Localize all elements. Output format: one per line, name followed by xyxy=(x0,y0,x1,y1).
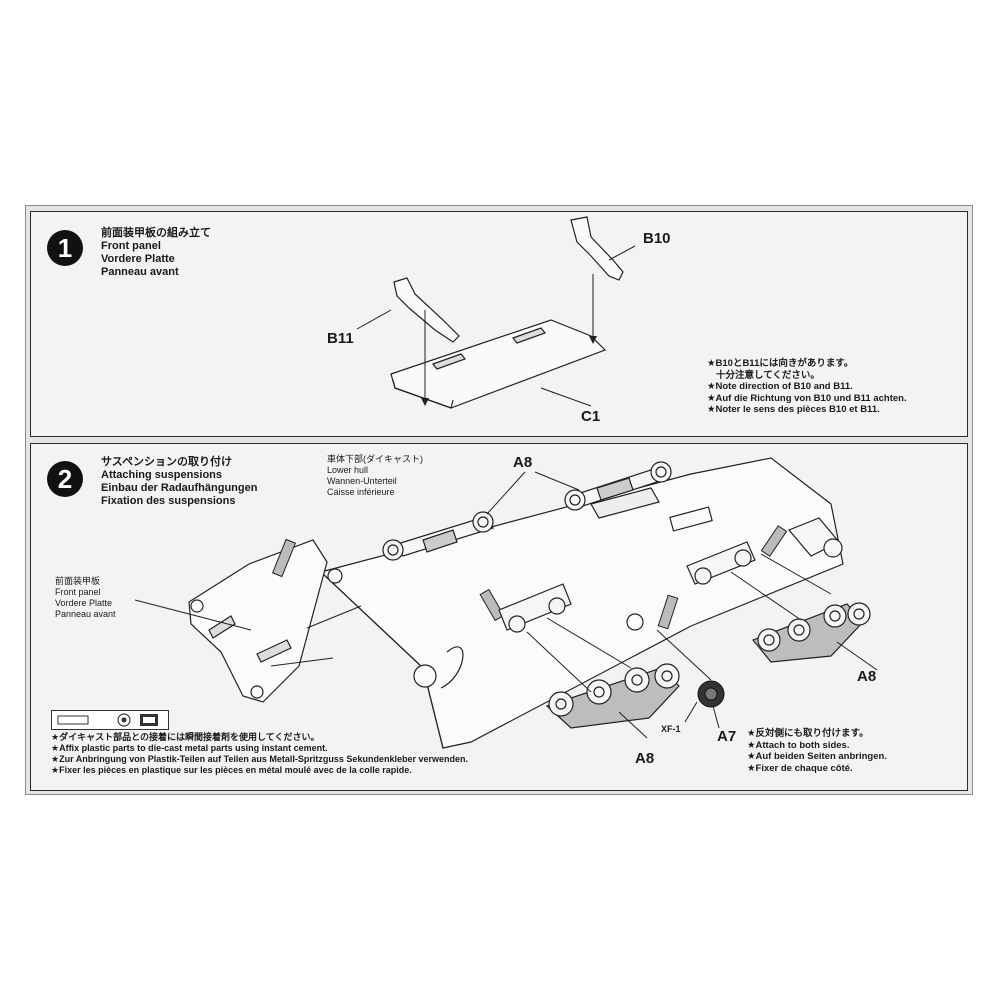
cement-tube-icon xyxy=(57,715,89,725)
step-1-panel: 1 前面装甲板の組み立て Front panel Vordere Platte … xyxy=(30,211,968,437)
a8-top-center xyxy=(564,461,672,511)
step-1-note-fr: ★Noter le sens des pièces B10 et B11. xyxy=(707,404,880,415)
front-panel-label: 前面装甲板 Front panel Vordere Platte Panneau… xyxy=(55,576,116,620)
cement-note-en: ★Affix plastic parts to die-cast metal p… xyxy=(51,743,328,753)
lower-hull-de: Wannen-Unterteil xyxy=(327,476,397,486)
a8-bottom xyxy=(545,663,680,729)
front-panel-fr: Panneau avant xyxy=(55,609,116,619)
part-b11 xyxy=(393,277,460,343)
label-a8-top: A8 xyxy=(513,454,533,471)
step-2-cement-note: ★ダイキャスト部品との接着には瞬間接着剤を使用してください。 ★Affix pl… xyxy=(51,732,468,776)
step-2-title-fr: Fixation des suspensions xyxy=(101,495,236,507)
step-2-side-note: ★反対側にも取り付けます。 ★Attach to both sides. ★Au… xyxy=(747,728,887,774)
cement-icon-group xyxy=(51,710,169,730)
side-note-fr: ★Fixer de chaque côté. xyxy=(747,762,853,774)
side-note-en: ★Attach to both sides. xyxy=(747,739,850,751)
step-1-diagram xyxy=(356,216,636,409)
front-panel-de: Vordere Platte xyxy=(55,598,113,608)
label-a7: A7 xyxy=(717,728,737,745)
suspension-unit-mid xyxy=(498,583,572,633)
label-a8-bottom: A8 xyxy=(635,750,655,767)
a8-top-left xyxy=(382,511,495,561)
step-2-panel: 2 サスペンションの取り付け Attaching suspensions Ein… xyxy=(30,443,968,791)
label-a8-right: A8 xyxy=(857,668,877,685)
step-1-title-de: Vordere Platte xyxy=(101,253,175,265)
lower-hull-en: Lower hull xyxy=(327,465,369,475)
cement-note-ja: ★ダイキャスト部品との接着には瞬間接着剤を使用してください。 xyxy=(51,732,320,742)
label-b10: B10 xyxy=(643,230,671,247)
part-b10 xyxy=(570,216,624,281)
lower-hull-fr: Caisse inférieure xyxy=(327,487,395,497)
instruction-sheet: ~~~ ~~~~~ ~~~~~~ ~~~~ ~~~~~~~ ~~~~ ~~~~~… xyxy=(25,205,973,795)
step-1-title: 前面装甲板の組み立て Front panel Vordere Platte Pa… xyxy=(101,227,211,279)
side-note-ja: ★反対側にも取り付けます。 xyxy=(747,728,869,739)
step-1-note-ja-2: 十分注意してください。 xyxy=(716,369,820,381)
cement-note-fr: ★Fixer les pièces en plastique sur les p… xyxy=(51,765,412,775)
step-2-title: サスペンションの取り付け Attaching suspensions Einba… xyxy=(101,456,257,508)
front-panel-part xyxy=(188,539,328,703)
step-2-title-de: Einbau der Radaufhängungen xyxy=(101,482,258,494)
cement-note-de: ★Zur Anbringung von Plastik-Teilen auf T… xyxy=(51,754,468,764)
step-1-title-ja: 前面装甲板の組み立て xyxy=(101,227,211,239)
label-xf1: XF-1 xyxy=(661,724,681,734)
step-1-number: 1 xyxy=(47,230,83,266)
step-2-diagram xyxy=(134,457,878,749)
step-2-title-en: Attaching suspensions xyxy=(101,469,223,481)
rear-idler xyxy=(788,517,843,558)
step-1-note-de: ★Auf die Richtung von B10 und B11 achten… xyxy=(707,392,907,404)
part-a7 xyxy=(697,680,725,708)
a8-right xyxy=(752,602,871,663)
step-1-note-ja-1: ★B10とB11には向きがあります。 xyxy=(707,358,854,369)
suspension-unit-right xyxy=(686,541,756,585)
label-b11: B11 xyxy=(327,330,354,347)
side-note-de: ★Auf beiden Seiten anbringen. xyxy=(747,751,887,762)
step-1-title-fr: Panneau avant xyxy=(101,266,179,278)
step-2-title-ja: サスペンションの取り付け xyxy=(101,456,233,468)
part-c1 xyxy=(390,319,607,409)
step-1-note-en: ★Note direction of B10 and B11. xyxy=(707,381,853,392)
lower-hull-ja: 車体下部(ダイキャスト) xyxy=(327,454,423,464)
instant-cement-icon xyxy=(140,714,158,726)
front-panel-en: Front panel xyxy=(55,587,101,597)
step-1-title-en: Front panel xyxy=(101,240,161,252)
front-panel-ja: 前面装甲板 xyxy=(55,576,101,586)
spring-mid xyxy=(479,588,505,622)
spring-left xyxy=(271,538,297,578)
spring-right xyxy=(760,525,788,557)
reference-mark-icon xyxy=(117,713,131,727)
label-c1: C1 xyxy=(581,408,601,425)
step-2-number: 2 xyxy=(47,461,83,497)
spring-front xyxy=(657,594,679,630)
lower-hull-label: 車体下部(ダイキャスト) Lower hull Wannen-Unterteil… xyxy=(327,454,423,498)
step-1-note: ★B10とB11には向きがあります。 十分注意してください。 ★Note dir… xyxy=(707,358,907,416)
